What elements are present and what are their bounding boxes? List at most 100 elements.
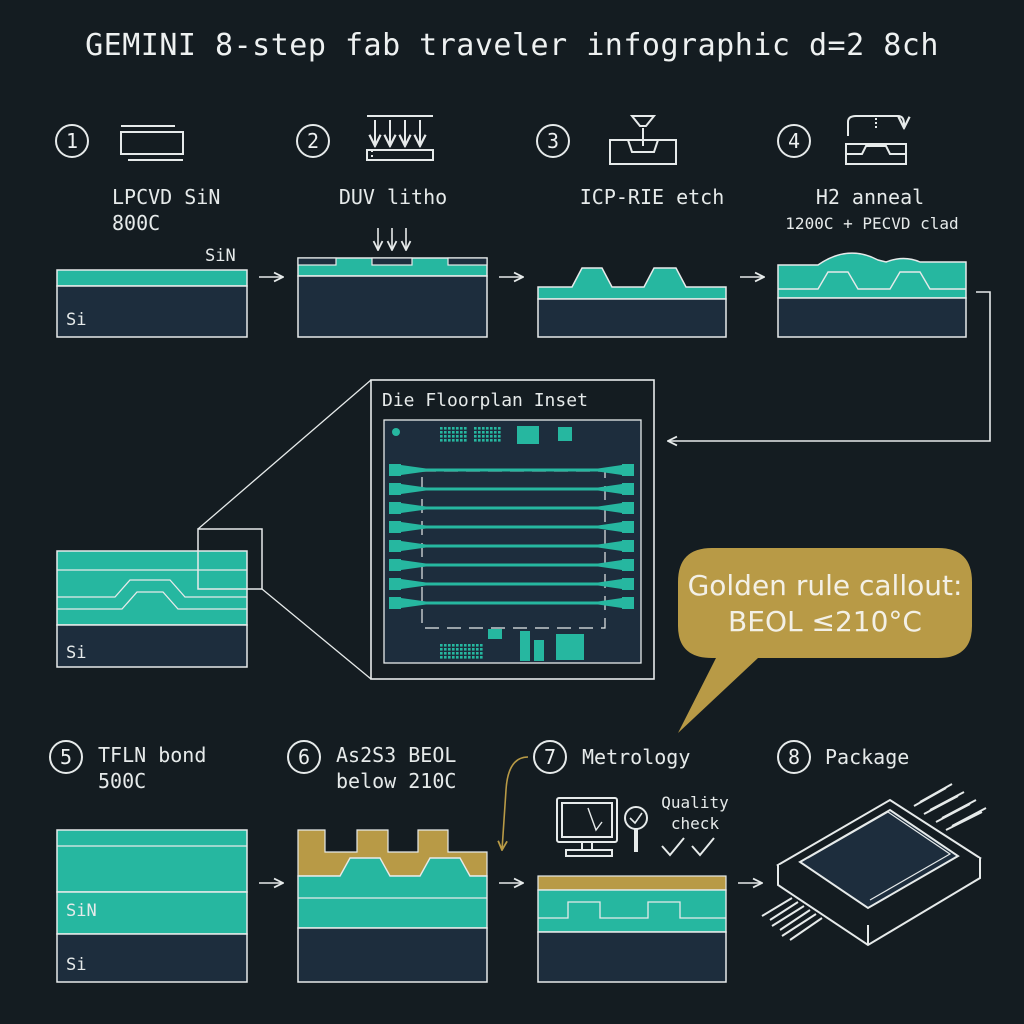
test-structure-dot — [448, 644, 451, 647]
test-structure-dot — [448, 435, 451, 438]
test-structure-dot — [464, 656, 467, 659]
step-1-label: LPCVD SiN 800C — [112, 185, 221, 235]
photonic-package-icon — [761, 783, 987, 947]
waveguide-channel — [389, 540, 634, 552]
test-structure-dot — [486, 435, 489, 438]
waveguide-channel — [389, 502, 634, 514]
test-structure-dot — [474, 439, 477, 442]
checkmark-icon — [661, 837, 715, 857]
test-structure-dot — [494, 435, 497, 438]
step-2-label: DUV litho — [338, 185, 448, 209]
die-floorplan-inset — [370, 379, 655, 680]
test-structure-dot — [498, 427, 501, 430]
test-structure-dot — [448, 439, 451, 442]
test-structure-dot — [456, 439, 459, 442]
waveguide-channel — [389, 483, 634, 495]
magnifier-check-icon — [624, 806, 648, 852]
test-structure-dot — [440, 644, 443, 647]
test-structure-dot — [440, 435, 443, 438]
step-3-number: 3 — [536, 124, 570, 158]
step-4-cross-section — [777, 252, 967, 338]
test-structure-dot — [494, 431, 497, 434]
si-layer-label: Si — [66, 955, 86, 975]
step-6-cross-section — [297, 829, 488, 983]
waveguide-channels — [389, 464, 634, 609]
test-structure-dot — [456, 427, 459, 430]
test-structure-dot — [480, 656, 483, 659]
test-structure-dot — [460, 652, 463, 655]
test-structure-dot — [464, 435, 467, 438]
test-structure-dot — [444, 656, 447, 659]
test-structure-dot — [456, 431, 459, 434]
test-structure-dot — [480, 648, 483, 651]
test-structure-dot — [482, 431, 485, 434]
waveguide-channel — [389, 597, 634, 609]
waveguide-channel — [389, 559, 634, 571]
step-6-label: As2S3 BEOL below 210C — [336, 743, 457, 793]
test-structure-dot — [468, 656, 471, 659]
test-structure-dot — [480, 644, 483, 647]
si-layer-label: Si — [66, 310, 86, 330]
si-layer-label: Si — [66, 643, 86, 663]
test-structure-dot — [474, 431, 477, 434]
test-structure-dot — [490, 435, 493, 438]
test-structure-dot — [452, 427, 455, 430]
test-structure-dot — [464, 431, 467, 434]
test-structure-dot — [444, 431, 447, 434]
test-structure-dot — [472, 656, 475, 659]
test-structure-dot — [448, 427, 451, 430]
test-structure-dot — [472, 652, 475, 655]
step-4-label: H2 anneal — [815, 185, 925, 209]
step-1-cross-section — [56, 269, 248, 338]
waveguide-channel — [389, 521, 634, 533]
test-structure-dot — [444, 435, 447, 438]
test-structure-dot — [460, 648, 463, 651]
deposition-icon — [120, 125, 184, 161]
test-structure-dot — [472, 644, 475, 647]
step-7-number: 7 — [533, 740, 567, 774]
test-structure-dot — [456, 652, 459, 655]
quality-check-label: Quality check — [661, 793, 729, 833]
test-structure-dot — [456, 435, 459, 438]
step-4-sublabel: 1200C + PECVD clad — [785, 214, 959, 233]
waveguide-channel — [389, 464, 634, 476]
test-structure-dot — [440, 656, 443, 659]
step-7-label: Metrology — [582, 745, 691, 769]
test-structure-dot — [452, 431, 455, 434]
test-structure-dot — [478, 435, 481, 438]
sin-layer-label: SiN — [205, 246, 236, 266]
test-structure-dot — [478, 427, 481, 430]
waveguide-channel — [389, 578, 634, 590]
test-structure-dot — [440, 439, 443, 442]
test-structure-dot — [448, 652, 451, 655]
test-structure-dot — [478, 439, 481, 442]
test-structure-dot — [444, 648, 447, 651]
test-structure-dot — [444, 439, 447, 442]
step-6-number: 6 — [287, 740, 321, 774]
test-structure-dot — [456, 648, 459, 651]
test-structure-dot — [452, 644, 455, 647]
test-structure-dot — [460, 656, 463, 659]
page-title: GEMINI 8-step fab traveler infographic d… — [85, 28, 939, 63]
test-structure-dot — [474, 427, 477, 430]
test-structure-dot — [460, 644, 463, 647]
step-3-label: ICP-RIE etch — [579, 185, 725, 209]
test-structure-dot — [498, 435, 501, 438]
step-1-number: 1 — [55, 124, 89, 158]
test-structure-dot — [486, 431, 489, 434]
test-structure-dot — [494, 439, 497, 442]
inset-title: Die Floorplan Inset — [382, 390, 588, 411]
test-structure-dot — [498, 431, 501, 434]
test-structure-dot — [480, 652, 483, 655]
test-structure-dot — [468, 644, 471, 647]
test-structure-dot — [460, 427, 463, 430]
test-structure-dot — [474, 435, 477, 438]
test-structure-dot — [476, 644, 479, 647]
test-structure-dot — [468, 652, 471, 655]
test-structure-dot — [452, 648, 455, 651]
test-structure-dot — [456, 656, 459, 659]
test-structure-dot — [482, 427, 485, 430]
test-structure-dot — [464, 427, 467, 430]
monitor-icon — [556, 797, 618, 857]
